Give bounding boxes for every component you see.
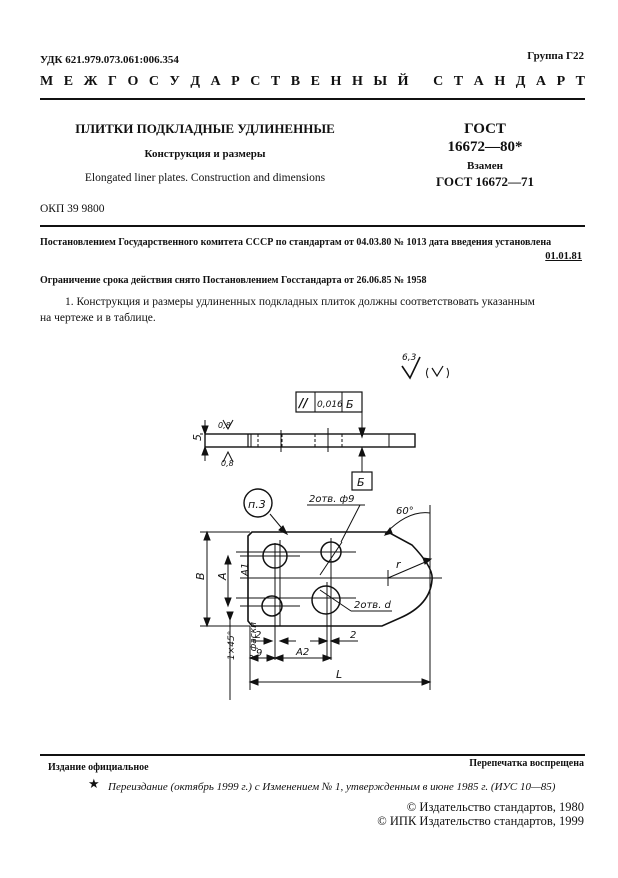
dim-b: B [194,572,207,580]
effective-date: 01.01.81 [545,251,582,262]
banner-letter: Ж [83,74,98,89]
star-icon: ★ [88,776,100,791]
banner-letter: Р [231,74,240,89]
parallelism-symbol: // [297,396,309,410]
banner-letter: О [127,74,139,89]
replaces-number: ГОСТ 16672—71 [435,174,535,189]
surface-top: 0,8 [218,421,231,430]
banner-letter: А [210,74,221,89]
chamfer-size: 1×45° [227,631,237,660]
official-edition: Издание официальное [48,762,149,773]
standard-banner: М Е Ж Г О С У Д А Р С Т В Е Н Н Ы Й С Т … [40,74,585,90]
okp-code: ОКП 39 9800 [40,203,105,215]
banner-letter: Т [270,74,281,89]
document-title: ПЛИТКИ ПОДКЛАДНЫЕ УДЛИНЕННЫЕ [75,121,335,136]
dim-a: A [216,572,229,581]
banner-letter: Е [310,74,321,89]
banner-letter: А [535,74,547,89]
banner-letter: М [40,74,54,89]
chamfer-count: 2 фаски [249,622,259,660]
decree-text: Постановлением Государственного комитета… [40,237,552,248]
dim-2-right: 2 [350,630,356,641]
datum-label: Б [357,476,365,489]
surface-bottom: 0,8 [221,459,234,468]
replaces-label: Взамен [467,160,503,172]
banner-gap [419,74,423,90]
gost-block: ГОСТ 16672—80* Взамен ГОСТ 16672—71 [410,120,560,190]
document-subtitle: Конструкция и размеры [144,148,266,160]
banner-letter: Т [575,74,585,89]
reissue-note: Переиздание (октябрь 1999 г.) с Изменени… [108,781,556,793]
angle-label: 60° [396,506,414,517]
tolerance-datum: Б [346,398,354,411]
title-rule [40,225,585,227]
banner-letter: С [148,74,159,89]
banner-letter: Е [63,74,74,89]
technical-drawing: 6,3 // 0,016 Б Б 5 0,8 0,8 п.3 2отв. ф9 … [191,353,449,700]
banner-letter: Г [108,74,117,89]
holes-d-label: 2отв. d [354,600,392,611]
udk-code: УДК 621.979.073.061:006.354 [40,54,179,66]
copyright-1980: © Издательство стандартов, 1980 [406,800,584,814]
paragraph-1-line-1: 1. Конструкция и размеры удлиненных подк… [65,296,535,308]
english-title: Elongated liner plates. Construction and… [84,172,326,184]
paragraph-1-line-2: на чертеже и в таблице. [40,312,156,324]
footer-rule [40,754,585,756]
banner-letter: Н [351,74,363,89]
header-rule [40,98,585,100]
dim-9: 9 [256,648,262,659]
banner-letter: У [169,74,180,89]
dim-a2: A2 [295,647,309,658]
banner-letter: Р [556,74,566,89]
roughness-value: 6,3 [402,353,417,363]
dim-a1: A1 [240,563,251,577]
banner-letter: В [290,74,301,89]
dim-2-left: 2 [255,630,261,641]
reprint-notice: Перепечатка воспрещена [469,758,584,769]
banner-letter: Н [494,74,506,89]
banner-letter: С [250,74,261,89]
holes-small-label: 2отв. ф9 [309,494,354,505]
note-ref: п.3 [248,498,266,511]
banner-letter: А [473,74,484,89]
copyright-1999: © ИПК Издательство стандартов, 1999 [377,814,584,828]
radius-label: r [396,558,402,571]
thickness-dim: 5 [191,434,204,441]
banner-letter: Н [330,74,342,89]
banner-letter: Ы [373,74,388,89]
gost-label: ГОСТ [464,121,506,137]
banner-letter: Й [397,74,409,89]
banner-letter: С [433,74,444,89]
banner-letter: Т [453,74,464,89]
gost-number: 16672—80* [447,139,523,155]
banner-letter: Д [190,74,200,89]
group-code: Группа Г22 [527,50,584,62]
tolerance-value: 0,016 [317,400,343,410]
banner-letter: Д [515,74,526,89]
roughness-mark-icon [401,356,449,380]
restriction-text: Ограничение срока действия снято Постано… [40,275,427,286]
dim-l: L [336,668,342,681]
